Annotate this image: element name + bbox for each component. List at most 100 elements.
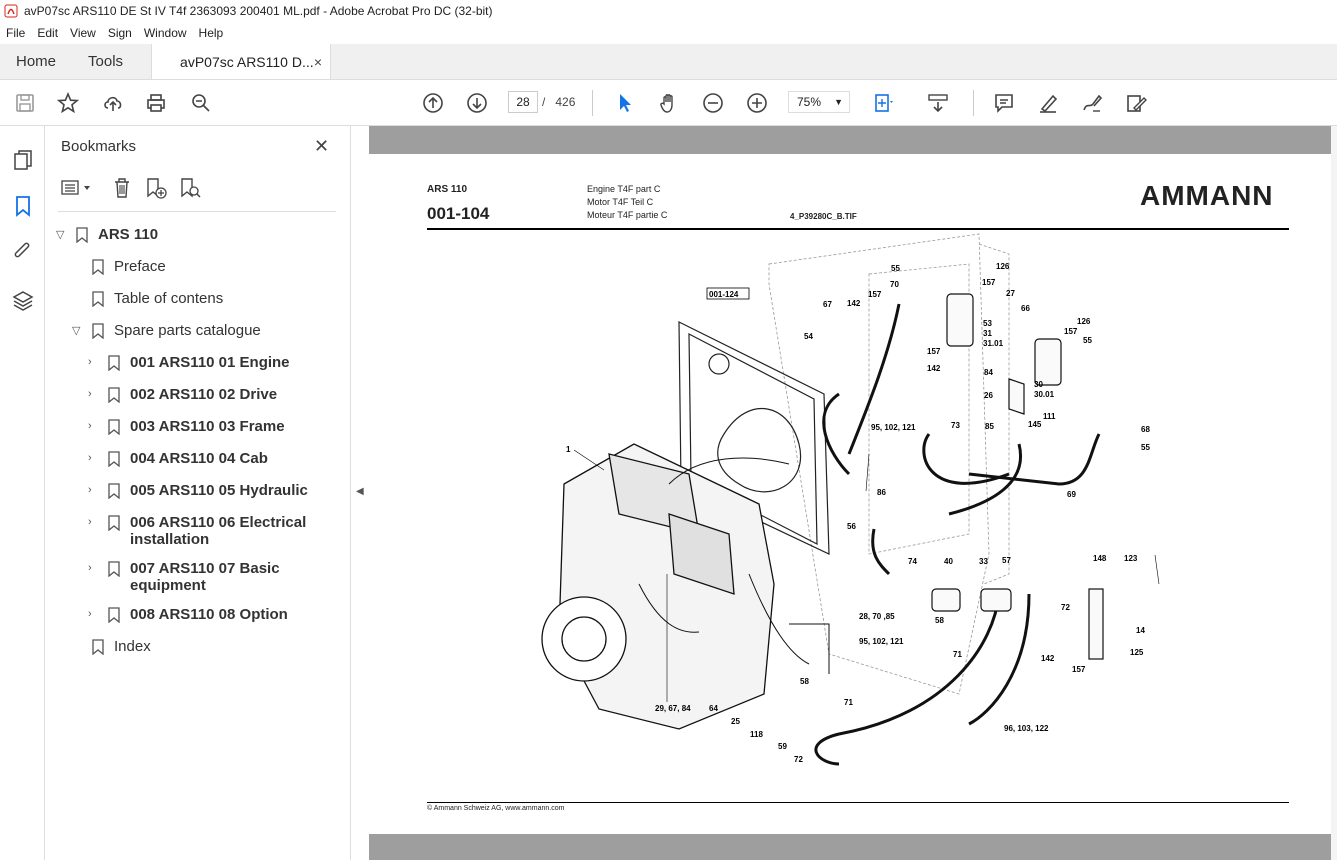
zoom-out-icon[interactable] [700,90,726,116]
attachment-icon[interactable] [11,240,35,264]
comment-icon[interactable] [991,90,1017,116]
callout-label: 125 [1130,648,1144,657]
callout-label: 123 [1124,554,1138,563]
callout-label: 157 [868,290,882,299]
tab-document[interactable]: avP07sc ARS110 D... × [151,44,332,79]
callout-label: 14 [1136,626,1145,635]
callout-label: 157 [1072,665,1086,674]
bookmark-option[interactable]: › 008 ARS110 08 Option [88,606,288,623]
bookmark-frame[interactable]: › 003 ARS110 03 Frame [88,418,285,435]
options-menu-icon[interactable] [60,176,96,200]
collapse-arrow-icon[interactable]: ◀ [356,486,364,497]
page-thumbnails-icon[interactable] [11,148,35,172]
chevron-right-icon[interactable]: › [88,388,92,400]
chevron-right-icon[interactable]: › [88,516,92,528]
draw-sign-icon[interactable] [1079,90,1105,116]
bookmark-label-line2: equipment [130,577,206,594]
chevron-down-icon[interactable]: ▽ [56,229,65,241]
hand-tool-icon[interactable] [656,90,682,116]
upload-icon[interactable] [100,90,126,116]
bookmark-label: Table of contens [114,290,224,307]
vertical-scrollbar[interactable] [1331,126,1337,860]
document-viewer[interactable]: ARS 110 001-104 Engine T4F part C Motor … [369,126,1337,860]
print-icon[interactable] [143,90,169,116]
bookmark-icon [108,515,120,531]
menu-file[interactable]: File [6,26,26,40]
menu-sign[interactable]: Sign [107,26,132,40]
bookmark-hydraulic[interactable]: › 005 ARS110 05 Hydraulic [88,482,308,499]
callout-label: 28, 70 ,85 [859,612,895,621]
bookmark-label: ARS 110 [98,226,159,243]
new-bookmark-icon[interactable] [144,176,168,200]
callout-label: 71 [953,650,962,659]
highlight-pen-icon[interactable] [1035,90,1061,116]
page-number-input[interactable]: 28 [508,91,538,113]
find-zoom-icon[interactable] [188,90,214,116]
scroll-mode-icon[interactable] [925,90,951,116]
chevron-down-icon[interactable]: ▽ [72,325,81,337]
next-page-icon[interactable] [464,90,490,116]
callout-label: 72 [794,755,803,764]
bookmark-ars-110[interactable]: ▽ ARS 110 [56,226,158,243]
menu-view[interactable]: View [70,26,96,40]
fit-page-icon[interactable] [870,90,896,116]
menu-help[interactable]: Help [198,26,224,40]
title-bar: avP07sc ARS110 DE St IV T4f 2363093 2004… [0,0,1337,22]
bookmark-cab[interactable]: › 004 ARS110 04 Cab [88,450,268,467]
chevron-right-icon[interactable]: › [88,356,92,368]
close-tab-icon[interactable]: × [313,53,323,70]
page-total-count: 426 [555,95,576,109]
callout-label: 40 [944,557,953,566]
bookmark-table-of-contents[interactable]: Table of contens [72,290,223,307]
bookmark-drive[interactable]: › 002 ARS110 02 Drive [88,386,277,403]
callout-label: 64 [709,704,718,713]
bookmark-label-line2: installation [130,531,210,548]
tab-tools[interactable]: Tools [88,53,124,70]
find-bookmark-icon[interactable] [178,176,202,200]
callout-label: 58 [800,677,809,686]
zoom-in-icon[interactable] [744,90,770,116]
bookmark-preface[interactable]: Preface [72,258,166,275]
tab-home[interactable]: Home [16,53,57,70]
callout-label: 74 [908,557,917,566]
save-icon[interactable] [12,90,38,116]
callout-label: 111 [1043,412,1056,421]
select-cursor-icon[interactable] [612,90,638,116]
bookmark-icon [108,451,120,467]
bookmark-spare-parts[interactable]: ▽ Spare parts catalogue [72,322,261,339]
bookmark-engine[interactable]: › 001 ARS110 01 Engine [88,354,290,371]
zoom-select[interactable]: 75%▼ [788,91,850,113]
star-icon[interactable] [55,90,81,116]
callout-label: 29, 67, 84 [655,704,691,713]
chevron-right-icon[interactable]: › [88,562,92,574]
layers-icon[interactable] [11,289,35,313]
callout-label: 95, 102, 121 [871,423,916,432]
chevron-right-icon[interactable]: › [88,484,92,496]
page-separator: / [542,95,546,109]
chevron-right-icon[interactable]: › [88,608,92,620]
bookmark-index[interactable]: Index [72,638,151,655]
menu-window[interactable]: Window [143,26,187,40]
close-icon[interactable]: ✕ [314,136,330,156]
callout-label: 85 [985,422,994,431]
bookmark-label: 004 ARS110 04 Cab [130,450,268,467]
desc-fr: Moteur T4F partie C [587,210,668,220]
previous-page-icon[interactable] [420,90,446,116]
chevron-right-icon[interactable]: › [88,452,92,464]
chevron-right-icon[interactable]: › [88,420,92,432]
menu-edit[interactable]: Edit [37,26,59,40]
callout-label: 59 [778,742,787,751]
bookmark-icon[interactable] [11,194,35,218]
bookmark-label-line1: 007 ARS110 07 Basic [130,560,280,577]
bookmark-label: 003 ARS110 03 Frame [130,418,285,435]
delete-icon[interactable] [110,176,134,200]
footer-copyright: © Ammann Schweiz AG, www.ammann.com [427,805,565,812]
toolbar-divider [592,90,593,116]
fill-sign-icon[interactable] [1123,90,1149,116]
callout-label: 71 [844,698,853,707]
panel-splitter[interactable]: ◀ [350,126,368,860]
brand-logo: AMMANN [1140,180,1274,211]
